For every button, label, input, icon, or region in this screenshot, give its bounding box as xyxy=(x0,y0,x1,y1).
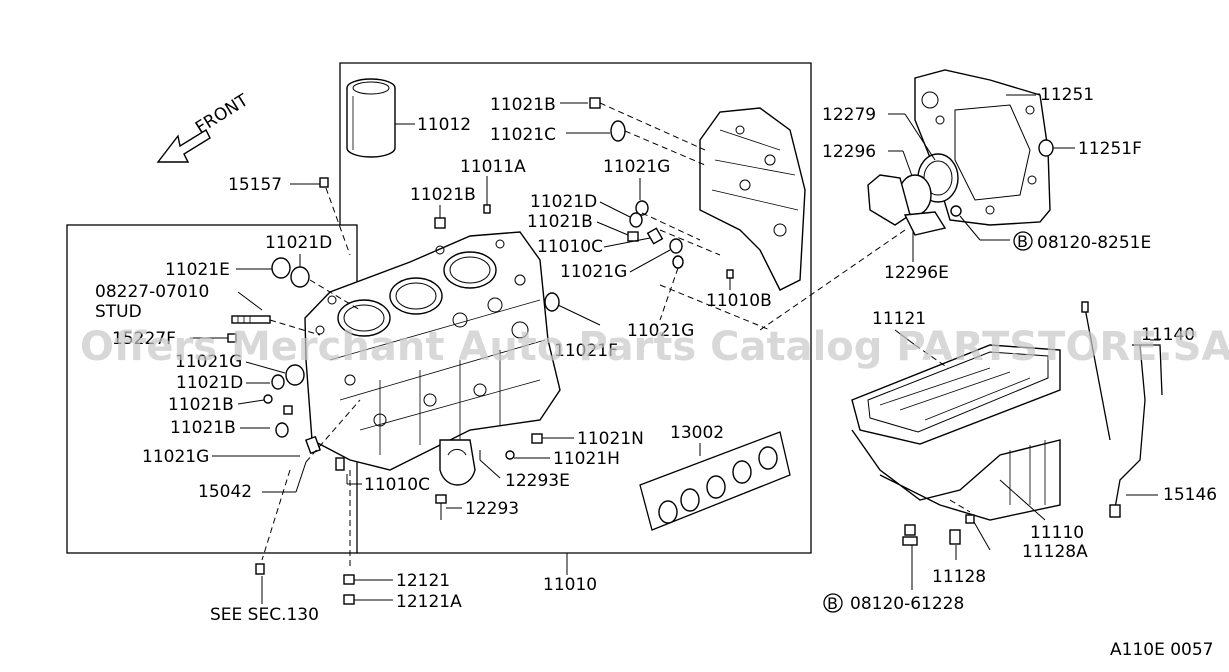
label-11251: 11251 xyxy=(1040,85,1094,105)
block-rear-detail xyxy=(699,107,806,291)
label-11021N: 11021N xyxy=(577,429,644,449)
oil-pan xyxy=(851,344,1061,521)
front-arrow-icon xyxy=(156,129,211,163)
label-11110: 11110 xyxy=(1030,523,1084,543)
label-11012: 11012 xyxy=(417,115,471,135)
label-11021D-left: 11021D xyxy=(265,233,332,253)
label-11021D-mid: 11021D xyxy=(530,192,597,212)
label-11021B-top: 11021B xyxy=(490,95,556,115)
label-12279: 12279 xyxy=(822,105,876,125)
label-11021B-mid: 11021B xyxy=(527,212,593,232)
footer-code: A110E 0057 xyxy=(1110,640,1214,660)
label-see-sec-130: SEE SEC.130 xyxy=(210,605,319,625)
label-12293: 12293 xyxy=(465,499,519,519)
label-11010: 11010 xyxy=(543,575,597,595)
label-12296: 12296 xyxy=(822,142,876,162)
label-12121: 12121 xyxy=(396,571,450,591)
engine-block xyxy=(304,231,561,471)
label-11011A: 11011A xyxy=(460,157,526,177)
label-11010C-mid: 11010C xyxy=(537,237,603,257)
bolt-marker-b: B xyxy=(1017,232,1028,251)
label-08120-61228: 08120-61228 xyxy=(850,594,964,614)
label-11251F: 11251F xyxy=(1078,139,1142,159)
label-15157: 15157 xyxy=(228,175,282,195)
label-11021C: 11021C xyxy=(490,125,556,145)
label-11010C-bot: 11010C xyxy=(364,475,430,495)
label-12121A: 12121A xyxy=(396,592,462,612)
label-11021G-left: 11021G xyxy=(175,352,242,372)
label-12293E: 12293E xyxy=(505,471,570,491)
label-11128A: 11128A xyxy=(1022,542,1088,562)
label-11021B-left: 11021B xyxy=(168,395,234,415)
label-15146: 15146 xyxy=(1163,485,1217,505)
front-label: FRONT xyxy=(192,90,252,138)
watermark: Offers Merchant Auto Parts Catalog PARTS… xyxy=(80,324,1229,370)
label-11021F: 11021F xyxy=(554,341,618,361)
bearing-set xyxy=(658,446,778,524)
label-11021E: 11021E xyxy=(165,260,230,280)
bolt-marker-b2: B xyxy=(827,594,838,613)
label-08227-07010: 08227-07010 xyxy=(95,282,209,302)
bearing-box xyxy=(639,431,791,531)
label-11121: 11121 xyxy=(872,309,926,329)
label-12296E: 12296E xyxy=(884,263,949,283)
label-11128: 11128 xyxy=(932,567,986,587)
label-11140: 11140 xyxy=(1141,325,1195,345)
bolt-marker-icon xyxy=(1013,231,1033,251)
label-11021G-left2: 11021G xyxy=(142,447,209,467)
label-11021G-front: 11021G xyxy=(627,321,694,341)
label-11010B: 11010B xyxy=(706,291,772,311)
label-stud: STUD xyxy=(95,302,142,322)
cylinder-liner xyxy=(346,78,396,158)
bearing-cap xyxy=(439,439,476,486)
label-11021G-mid: 11021G xyxy=(560,262,627,282)
label-11021D-left2: 11021D xyxy=(176,373,243,393)
block-frame-right xyxy=(339,62,812,554)
label-11021B-block: 11021B xyxy=(410,185,476,205)
seal-retainer xyxy=(867,153,959,236)
label-11021G-top: 11021G xyxy=(603,157,670,177)
label-11021B-left2: 11021B xyxy=(170,418,236,438)
label-08120-8251E: 08120-8251E xyxy=(1037,233,1151,253)
label-11021H: 11021H xyxy=(553,449,620,469)
label-15227F: 15227F xyxy=(112,329,176,349)
label-13002: 13002 xyxy=(670,423,724,443)
label-15042: 15042 xyxy=(198,482,252,502)
